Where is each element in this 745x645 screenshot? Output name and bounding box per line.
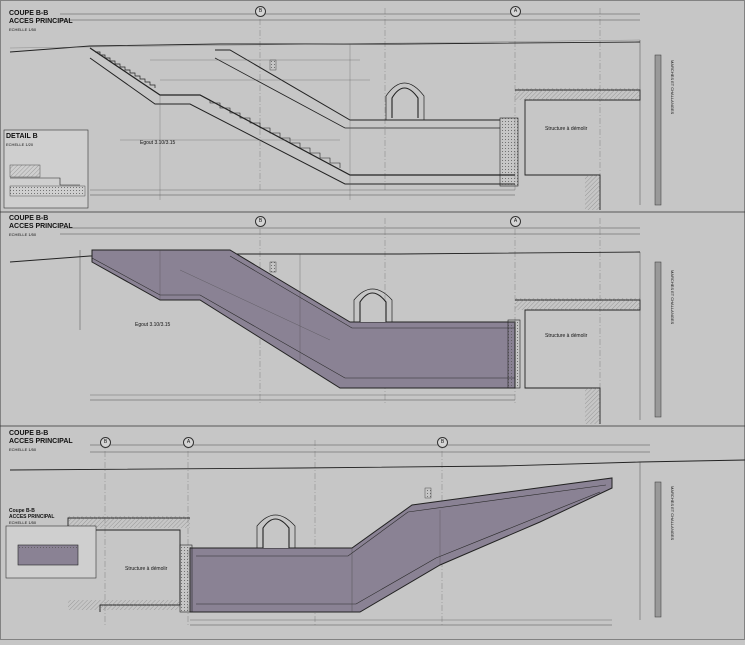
slope-label-middle: Egout 3.10/3.15	[135, 322, 171, 328]
axis-b-middle: B	[255, 216, 266, 227]
axis-b-bottom-left: B	[100, 437, 111, 448]
section-bottom	[5, 440, 745, 626]
detail-title: DETAIL B ECHELLE 1/20	[6, 133, 38, 147]
detail-bottom-title: Coupe B-B ACCES PRINCIPAL ECHELLE 1/50	[9, 508, 55, 525]
section-middle-title: COUPE B-B ACCES PRINCIPAL ECHELLE 1/50	[9, 215, 73, 237]
axis-a-bottom: A	[183, 437, 194, 448]
side-label-top: MARCHES ET CHALLANGES	[670, 60, 675, 115]
section-top-title: COUPE B-B ACCES PRINCIPAL ECHELLE 1/50	[9, 10, 73, 32]
section-middle	[9, 218, 662, 424]
demolish-label-bottom: Structure à démolir	[125, 566, 168, 572]
side-label-bottom: MARCHES ET CHALLANGES	[670, 486, 675, 541]
axis-b-top: B	[255, 6, 266, 17]
section-top	[3, 8, 662, 210]
demolish-label-top: Structure à démolir	[545, 126, 588, 132]
slope-label-top: Egout 3.10/3.15	[140, 140, 176, 146]
demolish-label-middle: Structure à démolir	[545, 333, 588, 339]
axis-a-top: A	[510, 6, 521, 17]
axis-b-bottom-right: B	[437, 437, 448, 448]
section-bottom-title: COUPE B-B ACCES PRINCIPAL ECHELLE 1/50	[9, 430, 73, 452]
axis-a-middle: A	[510, 216, 521, 227]
side-label-middle: MARCHES ET CHALLANGES	[670, 270, 675, 325]
